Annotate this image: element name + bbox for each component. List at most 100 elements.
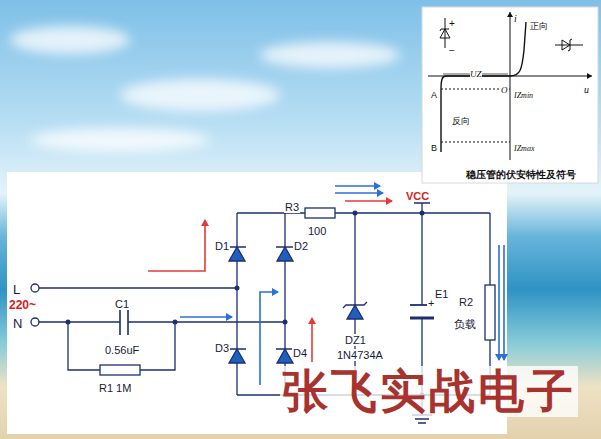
label-slot: IZmax [514,137,534,155]
part-name: R3 [284,201,300,213]
label-slot: R3 [284,197,300,215]
forward-curve [510,22,526,76]
label-slot: 稳压管的伏安特性及符号 [466,164,576,182]
figure-caption: 稳压管的伏安特性及符号 [466,169,576,180]
label-slot: 正向 [530,15,548,33]
zener-symbol [347,305,363,319]
label-slot: − [449,40,455,58]
label-slot: u [584,79,589,97]
label-slot: D2 [293,236,309,254]
terminal-label: L [12,283,21,297]
label-slot: 张飞实战电子 [280,366,578,417]
junction-dot [353,211,358,216]
axis [510,12,511,160]
reverse-curve [441,76,510,152]
current-arrow [148,220,205,271]
label-slot: R1 1M [98,378,132,396]
part-name: E1 [434,288,449,300]
part-name: D4 [292,347,308,359]
current-arrow [335,185,380,187]
label-slot: C1 [114,294,130,312]
junction-dot [66,320,71,325]
label-slot: D4 [292,343,308,361]
label-slot: L [12,280,21,298]
junction-dot [420,211,425,216]
resistor-symbol [305,208,335,218]
dashed-level [441,89,510,142]
part-value: 100 [307,225,327,237]
bridge-wire [237,213,285,395]
diode-symbol [228,247,246,261]
current-arrow [335,192,383,194]
label-slot: + [449,13,455,31]
part-value: 负载 [453,319,477,331]
part-name: D3 [214,342,230,354]
part-name: R2 [458,296,474,308]
part-value: 0.56uF [104,344,140,356]
polarity-mark: − [449,45,455,56]
part-name: C1 [114,298,130,310]
zener-bar [343,302,367,308]
resistor-symbol [100,365,140,375]
label-slot: D1 [214,236,230,254]
voltage-label: 220~ [8,299,37,312]
terminal [31,318,39,326]
label-slot: 1N4734A [336,345,384,363]
label-slot: i [514,8,517,26]
region-label: 正向 [530,22,548,32]
watermark: 张飞实战电子 [280,366,578,417]
label-slot: B [431,137,437,155]
region-label: 反向 [452,117,470,127]
label-slot: 220~ [8,295,37,313]
diode-symbol [276,247,294,261]
zener-symbol [555,39,583,51]
cloud [260,42,400,68]
part-name: D2 [293,240,309,252]
label-slot: 100 [307,221,327,239]
capacitor-plate [410,317,434,320]
neutral-wire [39,321,285,322]
point-label: B [431,144,437,154]
top-rail [237,212,490,213]
axis-label: O [501,86,508,96]
diode-symbol [228,349,246,363]
point-label: A [431,91,437,101]
label-slot: DZ1 [344,330,367,348]
label-slot: A [431,84,437,102]
label-slot: 0.56uF [104,340,140,358]
cloud [120,79,280,111]
axis-label: u [584,84,589,95]
label-slot: R2 [458,292,474,310]
axis-label: i [514,13,517,24]
diodes [228,247,367,363]
junction-dot [283,320,288,325]
inset-panel [422,7,598,183]
capacitor-symbol [120,309,128,335]
axis-label: IZmin [514,92,533,101]
label-slot: IZmin [514,84,533,102]
junction-dot [235,286,240,291]
label-slot: D3 [214,338,230,356]
cloud [30,128,210,152]
label-slot: O [501,79,508,97]
axis-label: IZmax [514,145,534,154]
net-name: VCC [405,190,430,202]
label-slot: 反向 [452,110,470,128]
part-name: DZ1 [344,334,367,346]
label-slot: N [12,314,23,332]
current-arrow [180,316,232,318]
current-arrow [311,318,313,362]
line-wire [39,287,237,288]
label-slot: E1 [434,284,449,302]
current-arrow [503,245,505,360]
cloud [10,26,130,54]
bleeder-wire [68,322,175,370]
label-slot: 负载 [453,314,477,332]
resistor-symbol [485,285,495,340]
label-slot: VCC [405,186,430,204]
part-name: D1 [214,240,230,252]
axis-label: UZ [470,70,482,80]
label-slot: UZ [470,63,482,81]
terminal-label: N [12,317,23,331]
